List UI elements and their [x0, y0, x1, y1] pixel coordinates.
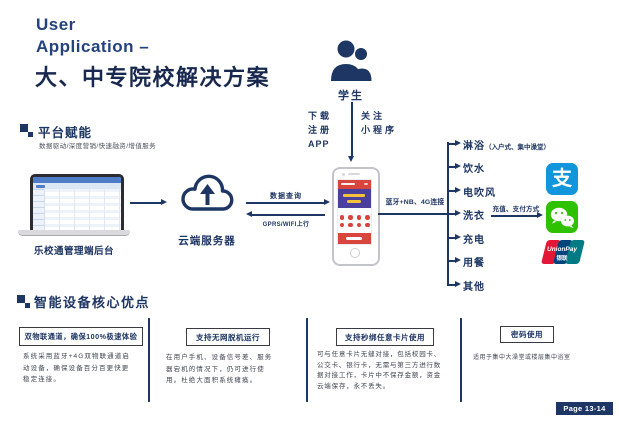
student-to-phone-arrowhead	[348, 156, 354, 162]
advantage-box-offline: 支持无网脱机运行	[186, 328, 270, 346]
students-icon	[328, 38, 374, 84]
service-item-water: 饮水	[463, 164, 485, 175]
service-stub	[447, 284, 456, 286]
flow-label-data-query: 数据查询	[270, 193, 302, 200]
service-item-shower-note: （入户式、集中澡堂）	[485, 144, 550, 151]
phone-to-cloud-arrowhead	[246, 211, 252, 217]
column-divider	[460, 318, 462, 402]
action-follow-miniprogram: 关注 小程序	[361, 111, 398, 135]
section-bullet-icon	[20, 124, 34, 138]
laptop-to-cloud-line	[130, 202, 162, 204]
service-item-other: 其他	[463, 282, 485, 293]
platform-section-subtitle: 数据驱动/深度营销/快速融资/增值服务	[39, 143, 157, 150]
app-icon-grid	[338, 208, 371, 233]
cloud-label: 云端服务器	[178, 235, 236, 247]
cloud-upload-icon	[176, 168, 238, 218]
service-stub	[447, 213, 456, 215]
page-number-badge: Page 13-14	[556, 402, 613, 415]
laptop-ui-header	[33, 177, 121, 183]
service-item-shower: 淋浴（入户式、集中澡堂）	[463, 141, 550, 152]
admin-laptop-illustration	[30, 174, 124, 235]
advantage-body-dual-channel: 系统采用蓝牙+4G双物联通道启动设备，确保设备百分百更快更稳定连接。	[23, 353, 130, 384]
service-arrowhead	[455, 140, 461, 146]
laptop-base	[18, 230, 130, 236]
device-link-label: 蓝牙+NB、4G连接	[385, 199, 445, 206]
alipay-icon: 支	[546, 163, 578, 195]
service-arrowhead	[455, 281, 461, 287]
student-phone-illustration	[332, 167, 380, 266]
payment-flow-label: 充值、支付方式	[492, 206, 540, 213]
laptop-label: 乐校通管理端后台	[33, 246, 114, 257]
page-title-zh: 大、中专院校解决方案	[35, 65, 271, 90]
column-divider	[306, 318, 308, 402]
advantage-box-dual-channel: 双物联通道，确保100%极速体验	[19, 327, 143, 346]
phone-home-button	[350, 248, 360, 258]
advantage-body-offline: 在用户手机、设备信号差、服务器宕机的情况下，仍可进行使用。杜绝大面积系统瘫痪。	[166, 354, 273, 385]
app-banner	[338, 189, 371, 208]
service-stub	[447, 237, 456, 239]
column-divider	[148, 318, 150, 402]
unionpay-icon: UnionPay 银联	[541, 240, 585, 264]
laptop-ui-table	[33, 189, 121, 233]
phone-to-services-line	[378, 213, 448, 215]
advantage-body-password: 适用于集中大澡堂或楼层集中浴室	[473, 355, 571, 361]
student-to-phone-line	[351, 102, 353, 157]
action-download-register-app: 下载 注册 APP	[308, 111, 333, 149]
page-title-en: User Application –	[36, 14, 149, 58]
app-footer	[338, 233, 371, 244]
advantage-box-card-binding: 支持秒绑任意卡片使用	[336, 328, 434, 346]
service-item-charging: 充电	[463, 235, 485, 246]
service-item-hairdryer: 电吹风	[463, 188, 496, 199]
phone-app-screen	[337, 179, 372, 245]
platform-section-title: 平台赋能	[38, 126, 93, 140]
service-stub	[447, 190, 456, 192]
service-arrowhead	[455, 234, 461, 240]
payment-flow-arrowhead	[537, 212, 543, 218]
payment-flow-line	[491, 215, 538, 217]
flow-label-gprs-wifi: GPRS/WIFI上行	[262, 222, 310, 228]
phone-camera	[342, 172, 345, 176]
advantage-box-password: 密码使用	[500, 326, 554, 343]
actor-label: 学生	[338, 90, 364, 102]
service-stub	[447, 166, 456, 168]
laptop-ui-toolbar	[33, 183, 121, 189]
service-arrowhead	[455, 163, 461, 169]
phone-speaker	[348, 173, 360, 175]
service-stub	[447, 143, 456, 145]
page-title-en-line1: User	[36, 15, 76, 34]
section-bullet-icon	[17, 295, 31, 309]
laptop-to-cloud-arrowhead	[161, 199, 167, 205]
service-arrowhead	[455, 187, 461, 193]
phone-to-cloud-line	[251, 214, 325, 216]
service-stub	[447, 260, 456, 262]
app-header	[338, 180, 371, 189]
service-item-dining: 用餐	[463, 258, 485, 269]
wechat-pay-icon	[546, 201, 578, 233]
service-arrowhead	[455, 210, 461, 216]
cloud-to-phone-arrowhead	[324, 199, 330, 205]
cloud-to-phone-line	[246, 202, 325, 204]
service-item-laundry: 洗衣	[463, 211, 485, 222]
service-arrowhead	[455, 257, 461, 263]
advantage-body-card-binding: 可与任意卡片无缝对接，包括校园卡、公交卡、银行卡，无需与第三方进行数据对接工作，…	[317, 351, 442, 391]
page-title-en-line2: Application –	[36, 37, 150, 57]
advantages-section-title: 智能设备核心优点	[34, 295, 151, 310]
